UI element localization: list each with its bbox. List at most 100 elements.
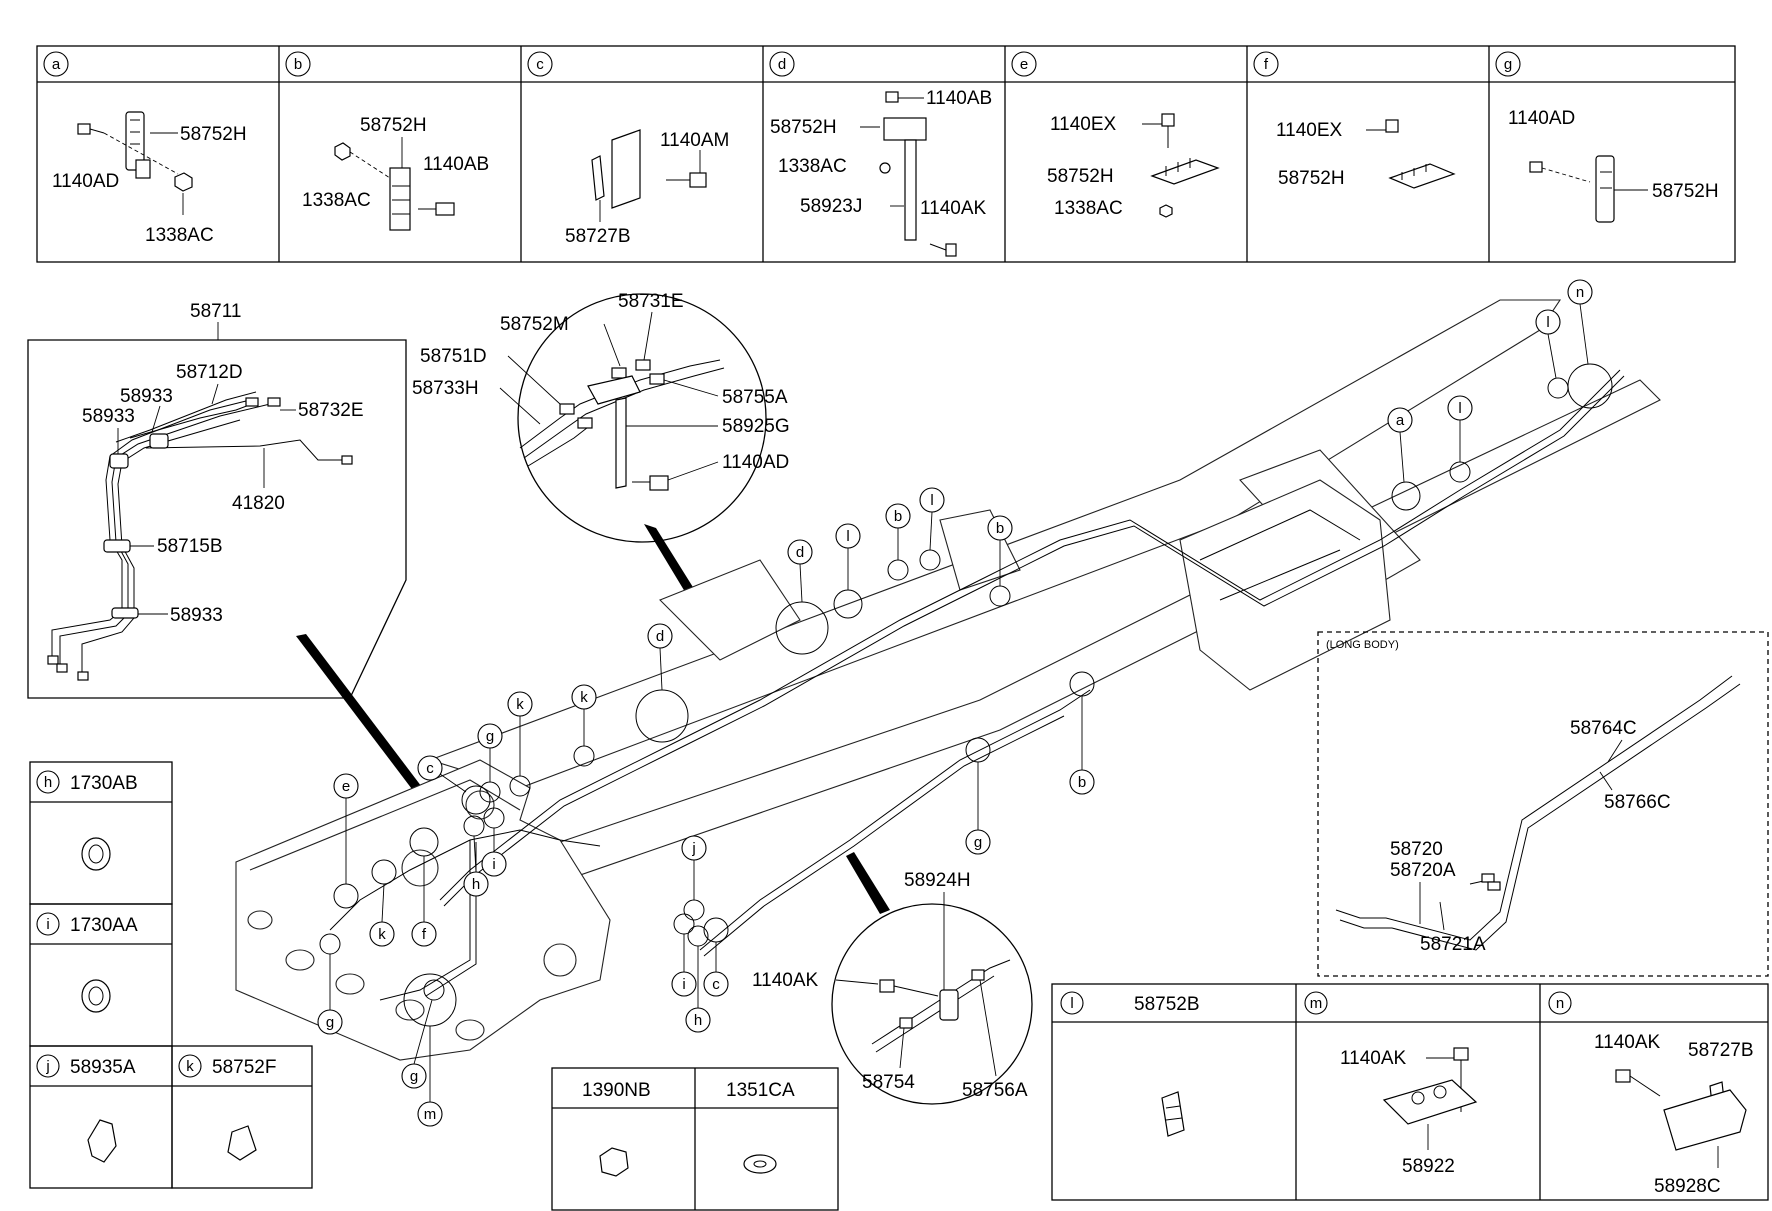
detail-box-letter: g bbox=[1504, 56, 1512, 73]
callout-letter: g bbox=[410, 1068, 418, 1085]
part-label: 58766C bbox=[1604, 792, 1671, 813]
legend-letter: n bbox=[1556, 995, 1564, 1012]
legend-letter: k bbox=[186, 1058, 194, 1075]
part-label: 58751D bbox=[420, 346, 487, 367]
legend-letter: m bbox=[1310, 995, 1323, 1012]
detail-boxes-top: a 58752H 1140AD 1338AC b 58752 bbox=[36, 45, 1736, 263]
legend-letter: h bbox=[44, 774, 52, 791]
part-label: 58715B bbox=[157, 536, 223, 557]
part-label: 58732E bbox=[298, 400, 364, 421]
callout-letter: a bbox=[1396, 412, 1405, 429]
part-label: 1140AM bbox=[660, 130, 729, 151]
part-label: 1140AD bbox=[52, 171, 119, 192]
callout-letter: e bbox=[342, 778, 350, 795]
part-label: 58925G bbox=[722, 416, 790, 437]
frame-callouts: a l n l b l b d l d k k g c e h i f k g … bbox=[317, 279, 1613, 1127]
part-label: 41820 bbox=[232, 493, 285, 514]
callout-letter: g bbox=[326, 1014, 334, 1031]
part-label: 58712D bbox=[176, 362, 243, 383]
long-body-title: (LONG BODY) bbox=[1326, 639, 1399, 651]
legend-letter: i bbox=[46, 916, 49, 933]
callout-letter: b bbox=[996, 520, 1004, 537]
detail-box-letter: b bbox=[294, 56, 302, 73]
detail-box-letter: d bbox=[778, 56, 786, 73]
legend-label: 58752F bbox=[212, 1057, 276, 1078]
part-label: 1140AK bbox=[1594, 1032, 1661, 1053]
legend-mid: 1390NB 1351CA bbox=[551, 1067, 839, 1211]
part-label: 58720A bbox=[1390, 860, 1456, 881]
callout-letter: l bbox=[1458, 400, 1461, 417]
callout-letter: d bbox=[656, 628, 664, 645]
callout-letter: g bbox=[486, 728, 494, 745]
part-label: 1140EX bbox=[1050, 114, 1117, 135]
detail-box-g: g 1140AD 58752H bbox=[1495, 51, 1719, 223]
legend-label: 1730AB bbox=[70, 773, 138, 794]
legend-label: 58935A bbox=[70, 1057, 136, 1078]
legend-label: 58752B bbox=[1134, 994, 1200, 1015]
callout-letter: l bbox=[846, 528, 849, 545]
part-label: 58727B bbox=[565, 226, 631, 247]
detail-box-b: b 58752H 1140AB 1338AC bbox=[285, 51, 489, 231]
assembly-title: 58711 bbox=[190, 301, 241, 322]
callout-letter: l bbox=[1546, 314, 1549, 331]
part-label: 58752H bbox=[180, 124, 247, 145]
part-label: 58924H bbox=[904, 870, 971, 891]
pointer-wedge bbox=[846, 852, 890, 914]
part-label: 58755A bbox=[722, 387, 788, 408]
legend-label: 1390NB bbox=[582, 1080, 651, 1101]
callout-letter: k bbox=[516, 696, 524, 713]
part-label: 1140AB bbox=[423, 154, 489, 175]
part-label: 1140AK bbox=[1340, 1048, 1407, 1069]
part-label: 58923J bbox=[800, 196, 862, 217]
callout-letter: f bbox=[422, 926, 427, 943]
detail-box-letter: e bbox=[1020, 56, 1028, 73]
detail-box-e: e 1140EX 58752H 1338AC bbox=[1011, 51, 1220, 219]
detail-box-letter: c bbox=[536, 56, 544, 73]
legend-bottom-right: l 58752B m 1140AK 58922 n 1140AK 58727B … bbox=[1051, 983, 1769, 1201]
detail-box-letter: f bbox=[1264, 56, 1269, 73]
callout-letter: b bbox=[894, 508, 902, 525]
callout-letter: i bbox=[492, 856, 495, 873]
part-label: 58928C bbox=[1654, 1176, 1721, 1197]
callout-letter: d bbox=[796, 544, 804, 561]
zoom-circle-top: 58731E 58752M 58751D 58733H 58755A 58925… bbox=[412, 291, 790, 543]
part-label: 58727B bbox=[1688, 1040, 1754, 1061]
long-body-box: (LONG BODY) 58764C 58766C 58720 58720A 5… bbox=[1317, 631, 1769, 977]
detail-box-c: c 58727B 1140AM bbox=[527, 51, 729, 247]
callout-letter: k bbox=[378, 926, 386, 943]
detail-box-f: f 1140EX 58752H bbox=[1253, 51, 1456, 189]
part-label: 58752H bbox=[1652, 181, 1719, 202]
detail-box-a: a 58752H 1140AD 1338AC bbox=[43, 51, 247, 246]
part-label: 1140AK bbox=[920, 198, 987, 219]
bolt-part bbox=[77, 123, 105, 135]
part-label: 1338AC bbox=[145, 225, 214, 246]
detail-box-letter: a bbox=[52, 56, 61, 73]
part-label: 58752H bbox=[1278, 168, 1345, 189]
part-label: 58752M bbox=[500, 314, 569, 335]
part-label: 58720 bbox=[1390, 839, 1443, 860]
part-label: 1338AC bbox=[778, 156, 847, 177]
part-label: 1140EX bbox=[1276, 120, 1343, 141]
part-label: 1338AC bbox=[1054, 198, 1123, 219]
callout-letter: c bbox=[712, 976, 720, 993]
callout-letter: b bbox=[1078, 774, 1086, 791]
part-label: 1140AD bbox=[722, 452, 789, 473]
part-label: 58756A bbox=[962, 1080, 1028, 1101]
callout-letter: k bbox=[580, 689, 588, 706]
part-label: 1140AB bbox=[926, 88, 992, 109]
callout-letter: j bbox=[691, 840, 695, 857]
part-label: 58933 bbox=[170, 605, 223, 626]
part-label: 1140AK bbox=[752, 970, 819, 991]
part-label: 58922 bbox=[1402, 1156, 1455, 1177]
callout-letter: h bbox=[472, 876, 480, 893]
part-label: 58731E bbox=[618, 291, 684, 312]
legend-label: 1730AA bbox=[70, 915, 138, 936]
detail-box-d: d 1140AB 58752H 1338AC 58923J 1140AK bbox=[769, 51, 992, 257]
brake-pipe-bundle bbox=[47, 391, 353, 681]
callout-letter: i bbox=[682, 976, 685, 993]
part-label: 58933 bbox=[82, 406, 135, 427]
callout-letter: h bbox=[694, 1012, 702, 1029]
zoom-circle-bottom: 58924H 1140AK 58754 58756A bbox=[752, 870, 1033, 1105]
legend-left: h 1730AB i 1730AA j 58935A k 58752F bbox=[29, 761, 313, 1189]
